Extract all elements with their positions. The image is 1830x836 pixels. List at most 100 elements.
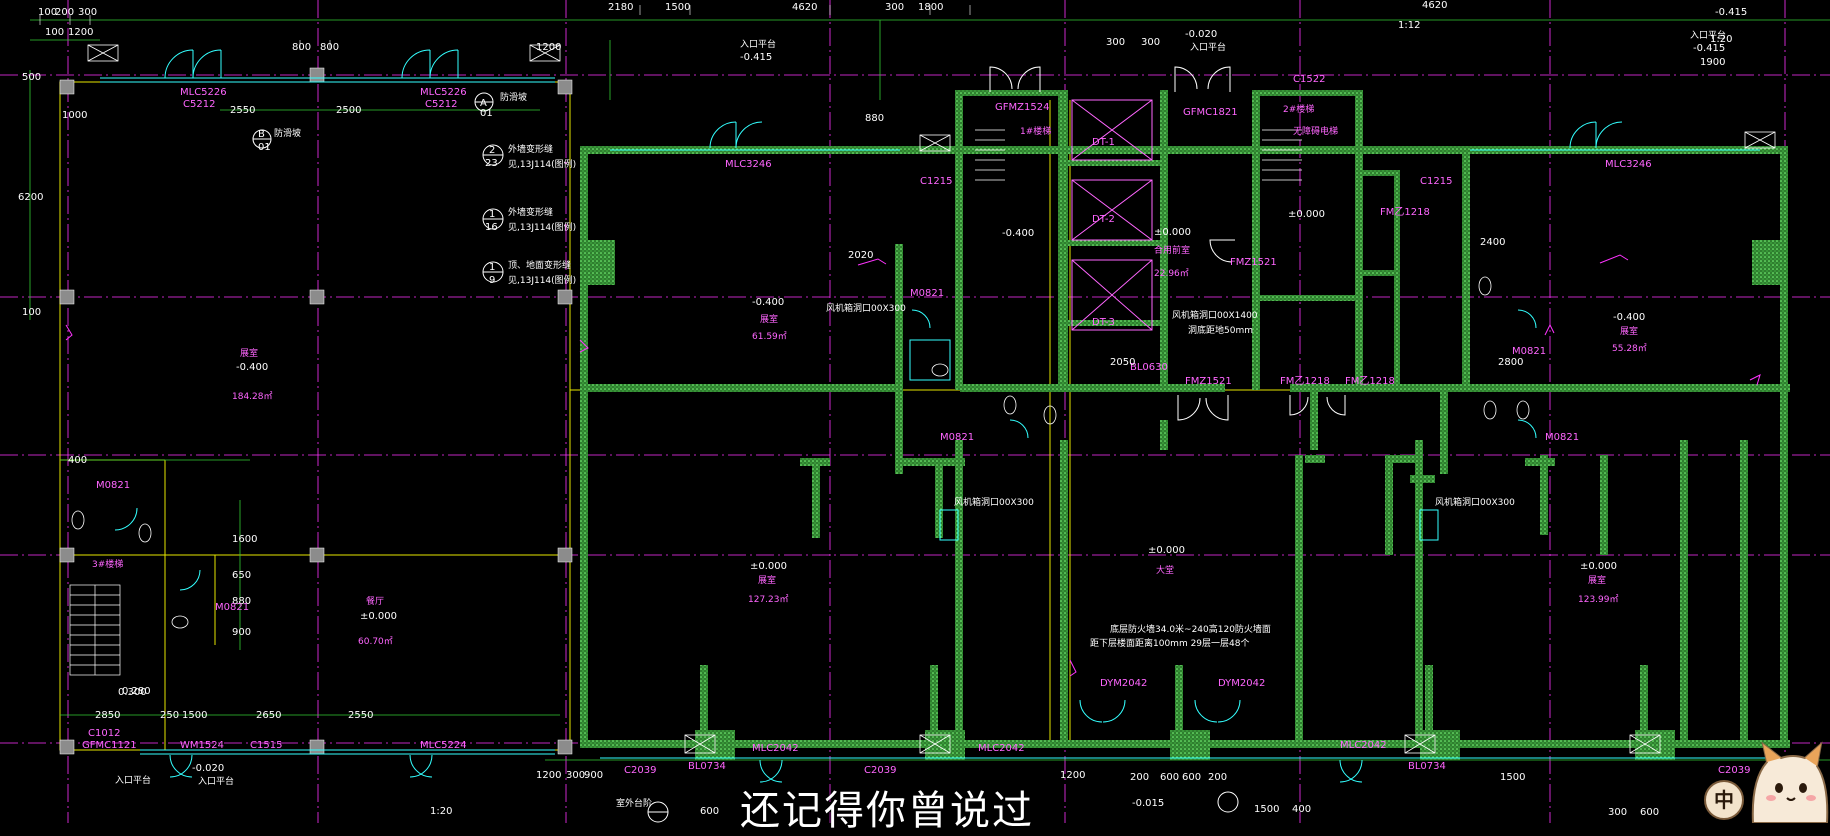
room-name: 展室 — [1588, 574, 1606, 586]
legend-sub: 23 — [485, 158, 498, 169]
bottom-tags: C1012 GFMC1121 WM1524 C1515 MLC5224 C203… — [82, 678, 1750, 776]
window-tag: C1522 — [1293, 74, 1325, 85]
dim-label: 300 — [1106, 37, 1125, 48]
legend-ref: 见,13J114(图例) — [508, 274, 576, 286]
dim-label: 300 — [566, 770, 585, 781]
door-tag: DYM2042 — [1100, 678, 1147, 689]
dim-label: 250 — [160, 710, 179, 721]
level-mark: 0.280 — [122, 686, 151, 697]
dim-label: 1500 — [182, 710, 207, 721]
dim-label: 300 — [885, 2, 904, 13]
dim-label: 1:12 — [1398, 20, 1420, 31]
stairs — [69, 129, 1302, 676]
ime-language-indicator[interactable]: 中 — [1704, 780, 1744, 820]
room-level: ±0.000 — [360, 611, 397, 622]
hatched-walls — [580, 90, 1790, 760]
room-name: 大堂 — [1156, 564, 1174, 576]
windows-and-doors — [100, 49, 1780, 783]
room-name: 展室 — [758, 574, 776, 586]
dim-label: 600 — [1640, 807, 1659, 818]
dim-label: 1500 — [665, 2, 690, 13]
dim-label: 2500 — [336, 105, 361, 116]
window-tag: BL0734 — [688, 761, 726, 772]
room-level: ±0.000 — [1288, 209, 1325, 220]
dim-label: 600 — [1182, 772, 1201, 783]
dim-label: 1900 — [1700, 57, 1725, 68]
legend-ref: 见,13J114(图例) — [508, 221, 576, 233]
elevator-shafts — [1071, 99, 1153, 331]
dim-label: 2650 — [256, 710, 281, 721]
room-level: ±0.000 — [1154, 227, 1191, 238]
legend-sub: 16 — [485, 222, 498, 233]
video-subtitle: 还记得你曾说过 — [740, 788, 1034, 834]
dim-label: 650 — [232, 570, 251, 581]
window-tag: C1215 — [1420, 176, 1452, 187]
legend-text: 顶、地面变形缝 — [508, 259, 571, 271]
note-text: 风机箱洞口00X300 — [954, 496, 1034, 508]
dim-label: 500 — [22, 72, 41, 83]
room-level: -0.400 — [1613, 312, 1645, 323]
dim-label: 2050 — [1110, 357, 1135, 368]
dim-label: 2400 — [1480, 237, 1505, 248]
level-mark: -0.415 — [740, 52, 772, 63]
dim-label: 1200 — [68, 27, 93, 38]
window-tag: MLC5224 — [420, 740, 467, 751]
dim-label: 600 — [700, 806, 719, 817]
note-text: 风机箱洞口00X300 — [1435, 496, 1515, 508]
door-tag: FMZ1521 — [1185, 376, 1232, 387]
level-mark: -0.415 — [1693, 43, 1725, 54]
legend-code: A — [480, 98, 487, 109]
door-tag: BL0630 — [1130, 362, 1168, 373]
window-tag: MLC2042 — [1340, 740, 1387, 751]
door-tag: FMZ1521 — [1230, 257, 1277, 268]
dim-label: 300 — [1608, 807, 1627, 818]
window-tag: MLC3246 — [725, 159, 772, 170]
room-area: 123.99㎡ — [1578, 594, 1619, 605]
note-text: 底层防火墙34.0米~240高120防火墙面 — [1110, 623, 1271, 635]
room-level: 0.300 — [118, 687, 147, 698]
window-tag: BL0734 — [1408, 761, 1446, 772]
dim-label: 800 — [320, 42, 339, 53]
level-mark: -0.020 — [1185, 29, 1217, 40]
dim-label: 2850 — [95, 710, 120, 721]
dim-label: 900 — [232, 627, 251, 638]
note-text: 风机箱洞口00X1400 — [1172, 309, 1258, 321]
window-tag: C2039 — [864, 765, 896, 776]
door-tag: M0821 — [215, 602, 249, 613]
room-labels: 展室 -0.400 184.28㎡ 餐厅 ±0.000 60.70㎡ -0.40… — [92, 103, 1647, 698]
bottom-dimension-labels: 0.280 -0.020 2850 250 1500 2650 2550 120… — [95, 686, 1659, 818]
dim-label: 200 — [1130, 772, 1149, 783]
legend-sub: 9 — [489, 275, 495, 286]
legend-text: 防滑坡 — [500, 91, 527, 103]
dim-label: 1:20 — [1710, 34, 1732, 45]
legend-code: B — [258, 129, 265, 140]
dim-label: 400 — [1292, 804, 1311, 815]
dim-label: 300 — [1141, 37, 1160, 48]
room-name: 无障碍电梯 — [1293, 125, 1338, 137]
elevator-label: DT-3 — [1092, 317, 1115, 328]
left-dimension-labels: 500 6200 100 1000 1600 650 880 900 400 — [18, 72, 257, 638]
legend-code: 2 — [489, 145, 495, 156]
window-tag: C2039 — [624, 765, 656, 776]
dim-label: 900 — [584, 770, 603, 781]
legend-markers — [252, 92, 1239, 823]
dim-label: 1600 — [232, 534, 257, 545]
legend-ref: 见,13J114(图例) — [508, 158, 576, 170]
dim-label: 2550 — [230, 105, 255, 116]
door-tag: FM乙1218 — [1345, 375, 1395, 387]
legend-text: 外墙变形缝 — [508, 143, 553, 155]
room-level: ±0.000 — [1148, 545, 1185, 556]
level-mark: -0.020 — [192, 763, 224, 774]
legend-sub: 01 — [258, 142, 271, 153]
level-note: 入口平台 — [1190, 41, 1226, 53]
tick-marks — [39, 5, 971, 50]
room-area: 61.59㎡ — [752, 331, 787, 342]
dim-label: 6200 — [18, 192, 43, 203]
dim-label: 1200 — [1060, 770, 1085, 781]
room-name: 2#楼梯 — [1283, 103, 1314, 115]
vent-boxes — [87, 44, 1776, 754]
dim-label: 2800 — [1498, 357, 1523, 368]
window-tag: C1012 — [88, 728, 120, 739]
window-tag: MLC5226 — [420, 87, 467, 98]
